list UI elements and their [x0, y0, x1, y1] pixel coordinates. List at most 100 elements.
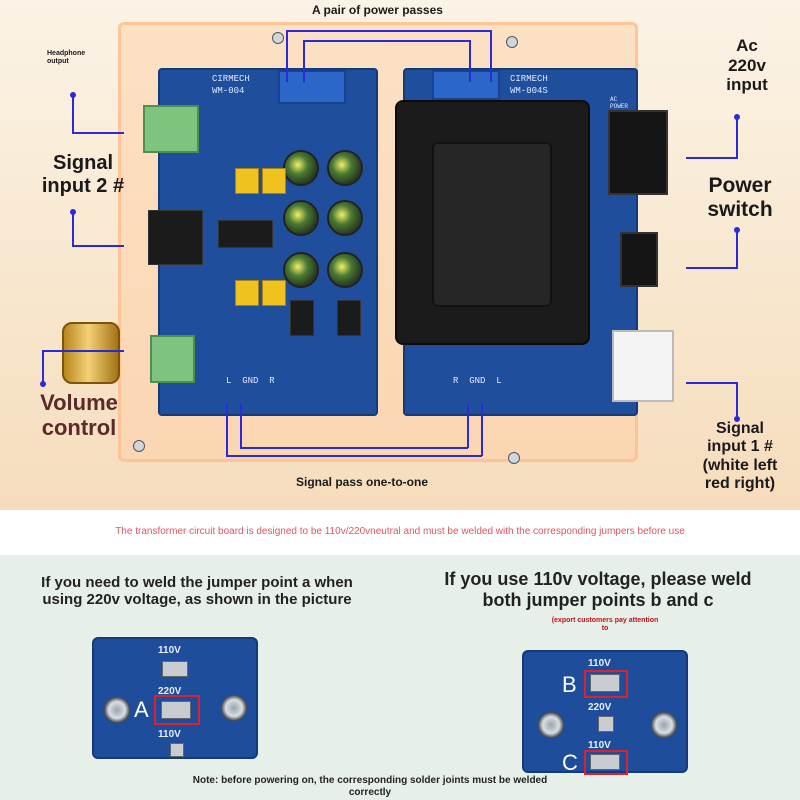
signal-input-2-label: Signal input 2 #	[41, 152, 125, 197]
annotation-dot	[40, 381, 46, 387]
annotation-line	[72, 132, 124, 134]
annotation-line	[226, 455, 482, 457]
capacitor	[327, 150, 363, 186]
jumper-a-photo: 110V 220V 110V A	[92, 637, 258, 759]
left-board-model: WM-004	[212, 86, 245, 96]
annotation-dot	[734, 114, 740, 120]
jumper-a-letter: A	[134, 697, 149, 722]
annotation-line	[240, 447, 468, 449]
capacitor	[283, 252, 319, 288]
jumper-bc-photo: 110V B 220V 110V C	[522, 650, 688, 775]
volume-knob[interactable]	[62, 322, 120, 384]
power-passes-label: A pair of power passes	[312, 3, 443, 17]
annotation-line	[286, 30, 288, 82]
solder-pad	[161, 701, 191, 719]
power-terminal-left	[278, 70, 346, 104]
film-capacitor	[235, 168, 259, 194]
power-terminal-right	[432, 70, 500, 100]
footer-note: Note: before powering on, the correspond…	[192, 775, 548, 798]
transformer-core	[432, 142, 552, 307]
jumper-a-title: If you need to weld the jumper point a w…	[41, 574, 353, 609]
regulator	[290, 300, 314, 336]
annotation-line	[736, 382, 738, 418]
annotation-line	[469, 40, 471, 82]
annotation-dot	[734, 227, 740, 233]
product-photo-area: CIRMECH WM-004 L GND R CIRMECH WM-004S A…	[0, 0, 800, 510]
screw	[506, 36, 518, 48]
annotation-line	[736, 118, 738, 158]
solder-pad	[598, 716, 614, 732]
annotation-dot	[70, 92, 76, 98]
left-board-pins: L GND R	[226, 376, 275, 386]
solder-pad	[162, 661, 188, 677]
jumper-a-110v-bottom: 110V	[158, 729, 181, 740]
annotation-line	[286, 30, 491, 32]
film-capacitor	[235, 280, 259, 306]
solder-pad	[590, 674, 620, 692]
annotation-line	[42, 350, 124, 352]
jumper-a-highlight	[154, 695, 200, 725]
capacitor	[283, 150, 319, 186]
film-capacitor	[262, 168, 286, 194]
screw	[508, 452, 520, 464]
annotation-line	[686, 382, 738, 384]
capacitor	[327, 200, 363, 236]
annotation-dot	[734, 416, 740, 422]
jumper-b-highlight	[584, 670, 628, 698]
solder-pad	[590, 754, 620, 770]
regulator	[337, 300, 361, 336]
screw	[133, 440, 145, 452]
annotation-line	[72, 95, 74, 133]
transformer	[395, 100, 590, 345]
volume-control-label: Volume control	[40, 390, 118, 441]
jumper-b-letter: B	[562, 672, 577, 697]
jumper-bc-220v: 220V	[588, 702, 612, 713]
ac-power-label: AC POWER	[610, 96, 629, 110]
left-board-brand: CIRMECH	[212, 74, 250, 84]
headphone-jack	[143, 105, 199, 153]
headphone-label: Headphone output	[47, 50, 86, 66]
annotation-line	[226, 404, 228, 456]
right-board-brand: CIRMECH	[510, 74, 548, 84]
capacitor	[327, 252, 363, 288]
jumper-instructions: If you need to weld the jumper point a w…	[0, 555, 800, 800]
annotation-line	[481, 404, 483, 456]
notice-band: The transformer circuit board is designe…	[0, 510, 800, 555]
power-switch[interactable]	[620, 232, 658, 287]
jumper-c-letter: C	[562, 750, 578, 775]
mounting-hole	[104, 697, 130, 723]
attention-note: (export customers pay attention to	[551, 617, 659, 633]
annotation-line	[736, 230, 738, 268]
ac-power-socket	[608, 110, 668, 195]
ac-input-label: Ac 220v input	[726, 36, 768, 95]
annotation-line	[686, 157, 738, 159]
volume-potentiometer	[150, 335, 195, 383]
jumper-a-220v: 220V	[158, 686, 182, 697]
aux-jack	[148, 210, 203, 265]
annotation-line	[240, 404, 242, 448]
rca-jack	[612, 330, 674, 402]
jumper-c-highlight	[584, 750, 628, 775]
solder-pad	[170, 743, 184, 757]
signal-input-1-label: Signal input 1 # (white left red right)	[702, 420, 778, 493]
mounting-hole	[651, 712, 677, 738]
jumper-bc-110v-top: 110V	[588, 658, 611, 669]
power-switch-label: Power switch	[707, 174, 773, 222]
jumper-bc-title: If you use 110v voltage, please weld bot…	[444, 569, 752, 610]
annotation-dot	[70, 209, 76, 215]
jumper-bc-110v-bottom: 110V	[588, 740, 611, 751]
capacitor	[283, 200, 319, 236]
film-capacitor	[262, 280, 286, 306]
annotation-line	[303, 40, 470, 42]
signal-pass-label: Signal pass one-to-one	[296, 475, 429, 489]
amplifier-chip	[218, 220, 273, 248]
annotation-line	[490, 30, 492, 82]
jumper-a-110v-top: 110V	[158, 645, 181, 656]
annotation-line	[467, 404, 469, 448]
annotation-line	[72, 245, 124, 247]
screw	[272, 32, 284, 44]
transformer-notice: The transformer circuit board is designe…	[115, 526, 685, 537]
mounting-hole	[221, 695, 247, 721]
right-board-pins: R GND L	[453, 376, 502, 386]
annotation-line	[303, 40, 305, 82]
